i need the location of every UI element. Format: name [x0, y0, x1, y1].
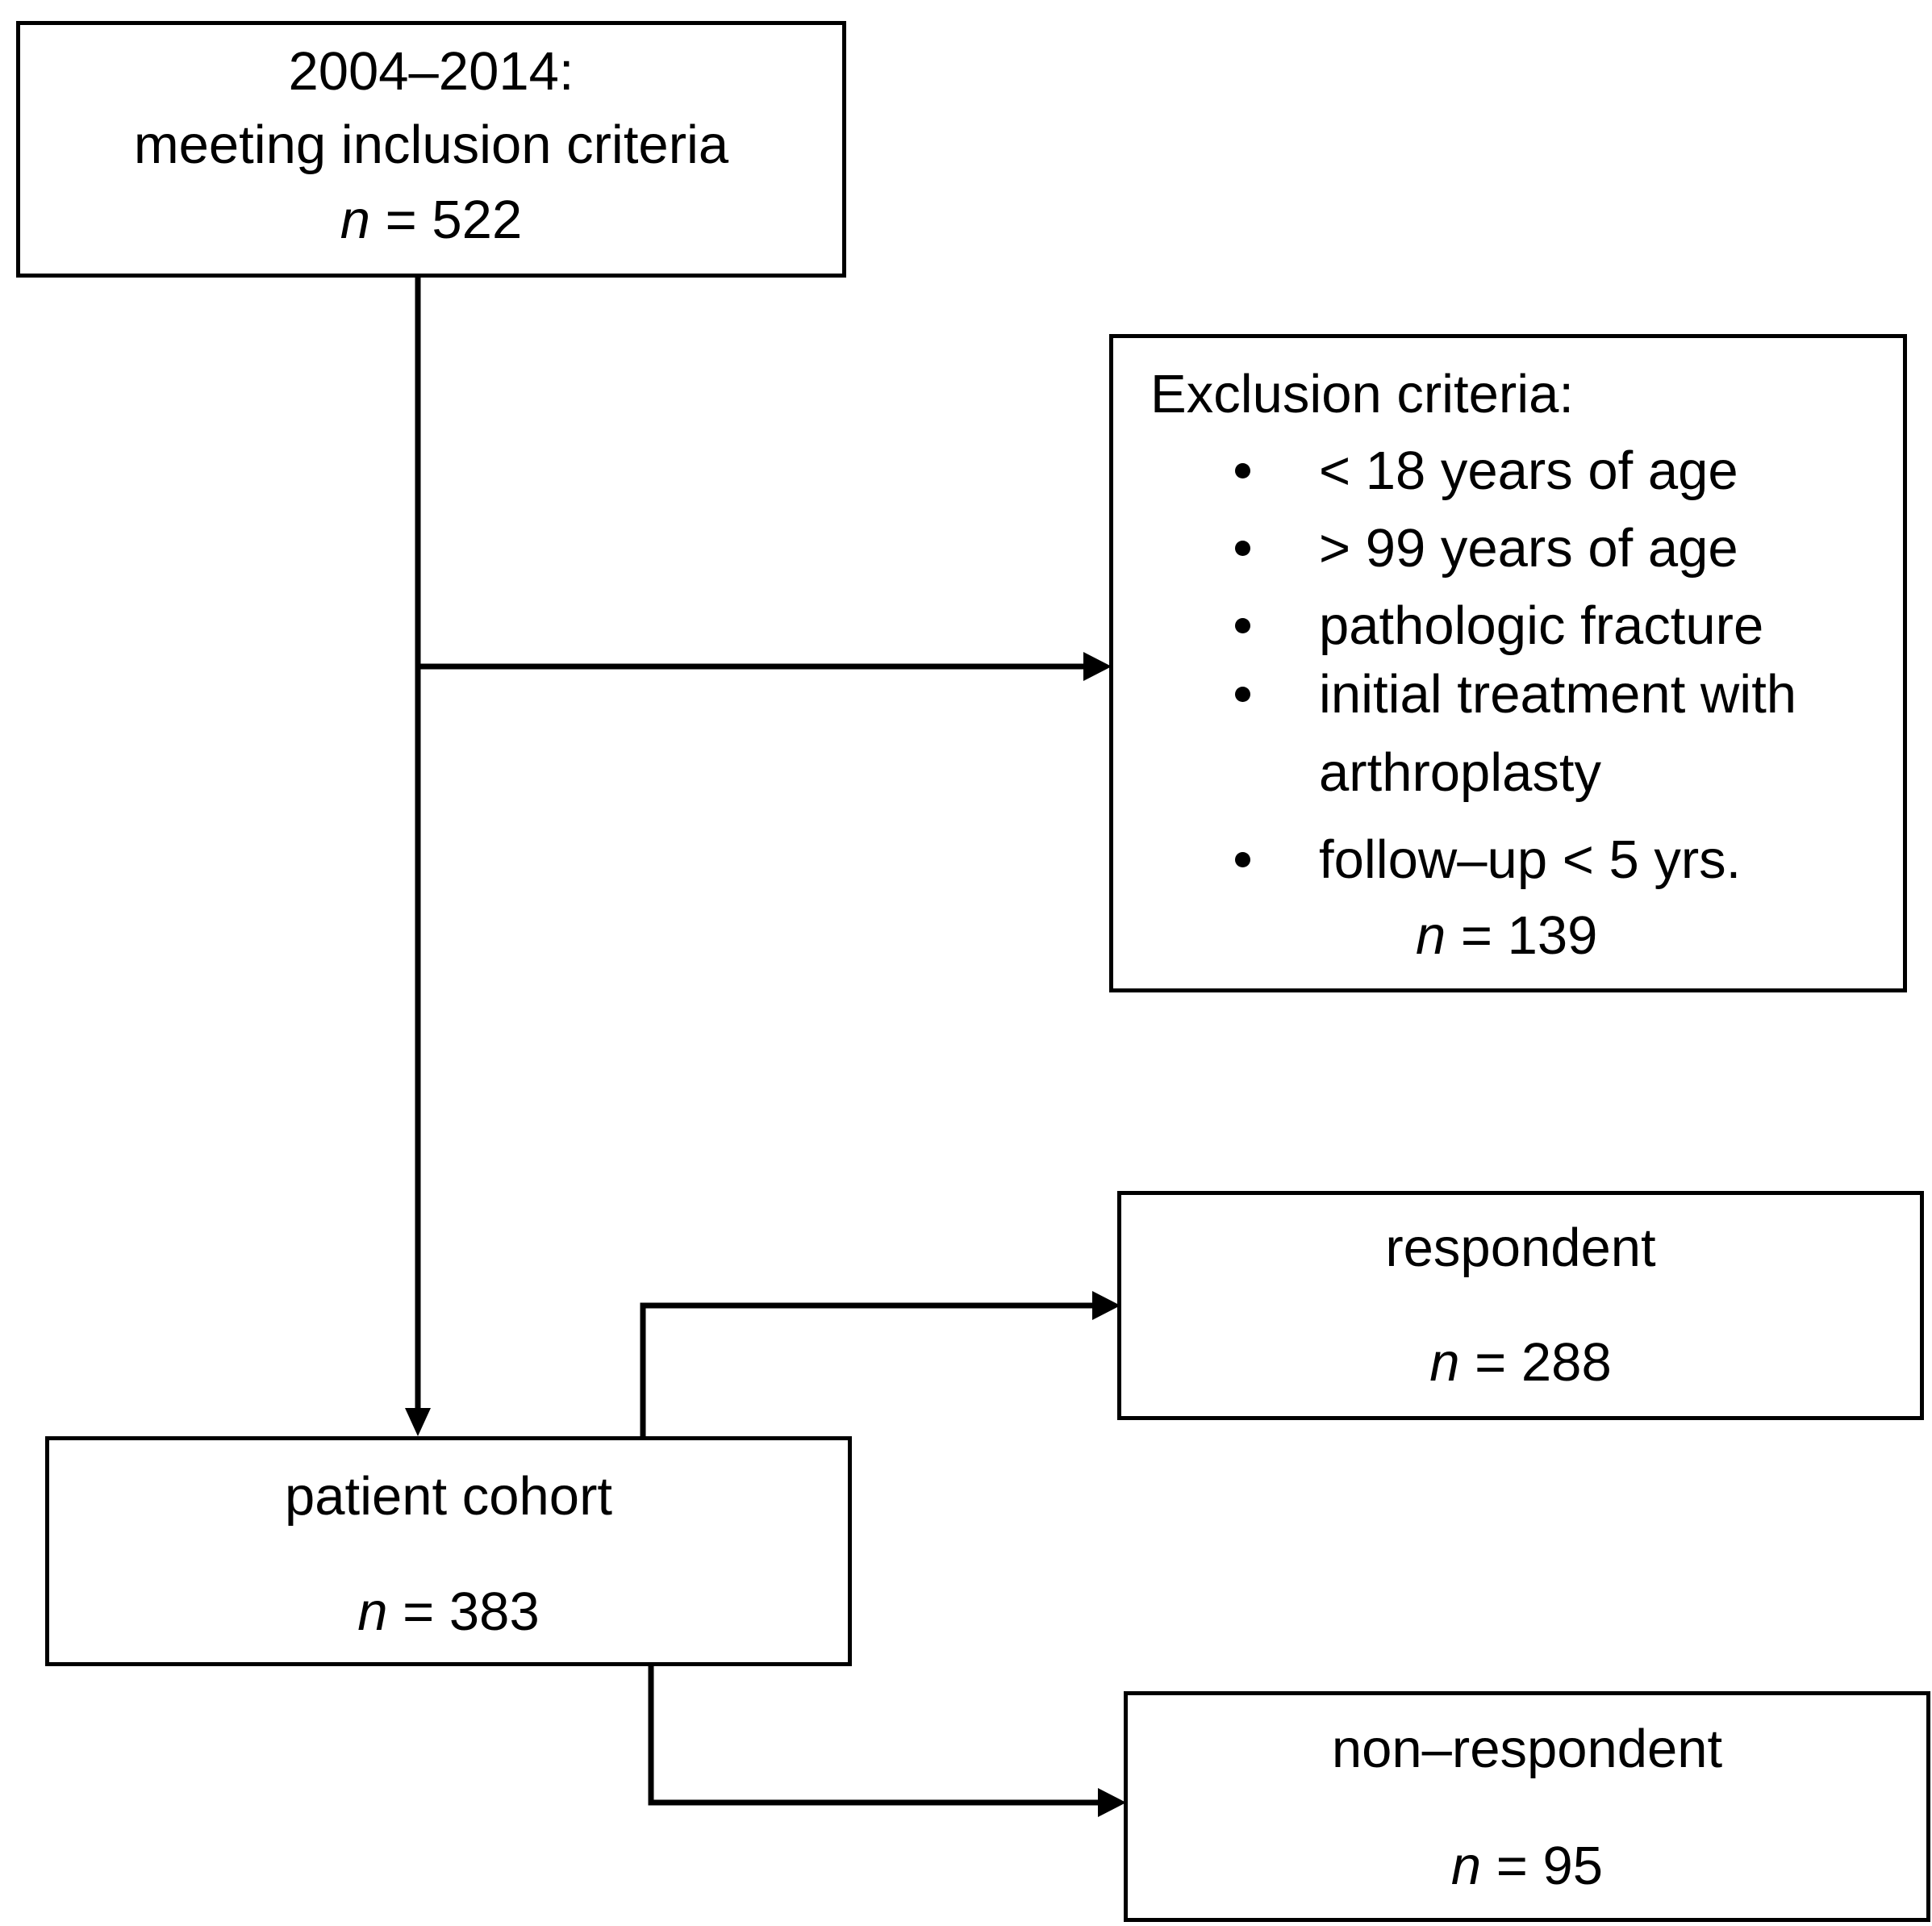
inclusion-label: meeting inclusion criteria — [133, 115, 729, 175]
bullet-icon — [1235, 463, 1250, 478]
exclusion-item-follow-up: follow–up < 5 yrs. — [1319, 829, 1742, 890]
n-symbol: n — [1450, 1836, 1482, 1896]
exclusion-item-age-under: < 18 years of age — [1319, 441, 1738, 501]
non-respondent-count: n = 95 — [1128, 1839, 1926, 1893]
exclusion-item-arthroplasty-line1: initial treatment with — [1319, 664, 1797, 725]
non-respondent-label: non–respondent — [1331, 1719, 1723, 1779]
inclusion-count-value: = 522 — [385, 190, 523, 250]
n-symbol: n — [1429, 1332, 1460, 1393]
arrowhead-to-cohort — [405, 1408, 431, 1436]
n-symbol: n — [340, 190, 371, 250]
respondent-count: n = 288 — [1121, 1335, 1920, 1389]
patient-cohort-box: patient cohort n = 383 — [45, 1436, 852, 1666]
inclusion-period: 2004–2014: — [288, 41, 574, 102]
n-symbol: n — [1416, 905, 1446, 966]
exclusion-item-age-over: > 99 years of age — [1319, 518, 1738, 579]
bullet-icon — [1235, 852, 1250, 867]
non-respondent-connector — [648, 1666, 1100, 1806]
respondent-label: respondent — [1385, 1218, 1656, 1278]
respondent-box: respondent n = 288 — [1117, 1191, 1924, 1420]
non-respondent-box: non–respondent n = 95 — [1124, 1691, 1930, 1922]
respondent-count-value: = 288 — [1475, 1332, 1612, 1393]
cohort-label: patient cohort — [285, 1466, 612, 1527]
exclusion-box: Exclusion criteria: < 18 years of age > … — [1109, 334, 1907, 992]
arrowhead-to-respondent — [1092, 1291, 1120, 1320]
inclusion-count: n = 522 — [20, 193, 842, 247]
inclusion-box: 2004–2014: meeting inclusion criteria n … — [16, 21, 846, 278]
exclusion-title: Exclusion criteria: — [1150, 364, 1575, 424]
cohort-count-value: = 383 — [403, 1581, 540, 1642]
arrowhead-to-non-respondent — [1098, 1788, 1126, 1817]
exclusion-item-arthroplasty-line2: arthroplasty — [1319, 742, 1602, 803]
cohort-count: n = 383 — [49, 1585, 848, 1639]
bullet-icon — [1235, 541, 1250, 556]
respondent-connector — [640, 1302, 1094, 1436]
arrowhead-to-exclusion — [1083, 652, 1112, 681]
exclusion-item-pathologic: pathologic fracture — [1319, 595, 1764, 656]
exclusion-count: n = 139 — [1416, 909, 1597, 963]
n-symbol: n — [357, 1581, 388, 1642]
exclusion-count-value: = 139 — [1460, 905, 1598, 966]
non-respondent-count-value: = 95 — [1496, 1836, 1604, 1896]
bullet-icon — [1235, 687, 1250, 702]
bullet-icon — [1235, 618, 1250, 633]
